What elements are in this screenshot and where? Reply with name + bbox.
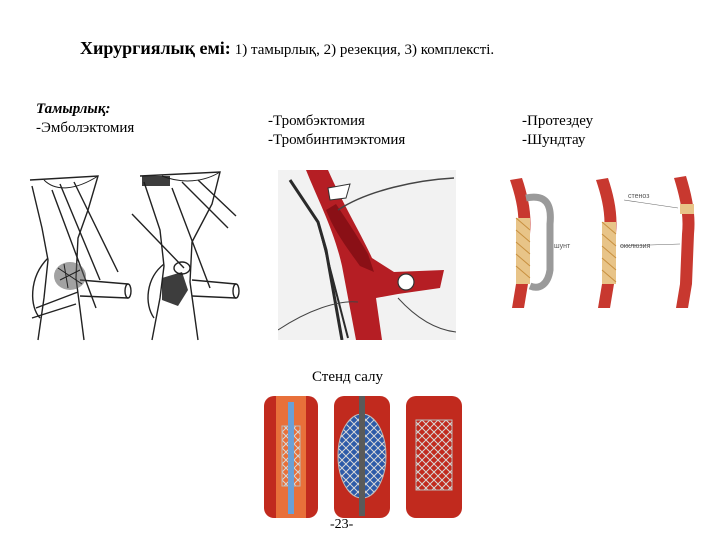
shunt-item: -Шундтау (522, 132, 586, 148)
slide-title: Хирургиялық емі: 1) тамырлық, 2) резекци… (80, 38, 494, 59)
shunt-label: шунт (554, 243, 571, 250)
thrombectomy-text: -Тромбэктомия -Тромбинтимэктомия (268, 112, 405, 150)
stenosis-label: стеноз (628, 193, 649, 200)
prosthesis-item: -Протездеу (522, 113, 594, 129)
thrombectomy-item: -Тромбэктомия (268, 113, 365, 129)
occlusion-label: окклюзия (620, 243, 651, 250)
prosthesis-text: -Протездеу -Шундтау (522, 112, 593, 150)
prosthesis-shunt-illustration: стеноз шунт окклюзия (510, 176, 695, 308)
title-rest: 1) тамырлық, 2) резекция, 3) комплексті. (234, 42, 495, 58)
thrombintimectomy-item: -Тромбинтимэктомия (268, 132, 406, 148)
embolectomy-item: -Эмболэктомия (36, 120, 135, 136)
vascular-methods-text: Тамырлық: -Эмболэктомия (36, 100, 134, 138)
title-bold: Хирургиялық емі: (80, 38, 231, 58)
stent-caption: Стенд салу (312, 369, 384, 385)
thrombectomy-illustration (278, 170, 456, 340)
page-number: -23- (330, 517, 354, 532)
embolectomy-illustration (29, 171, 240, 341)
vascular-heading: Тамырлық: (36, 101, 111, 117)
stent-illustration (264, 396, 462, 518)
